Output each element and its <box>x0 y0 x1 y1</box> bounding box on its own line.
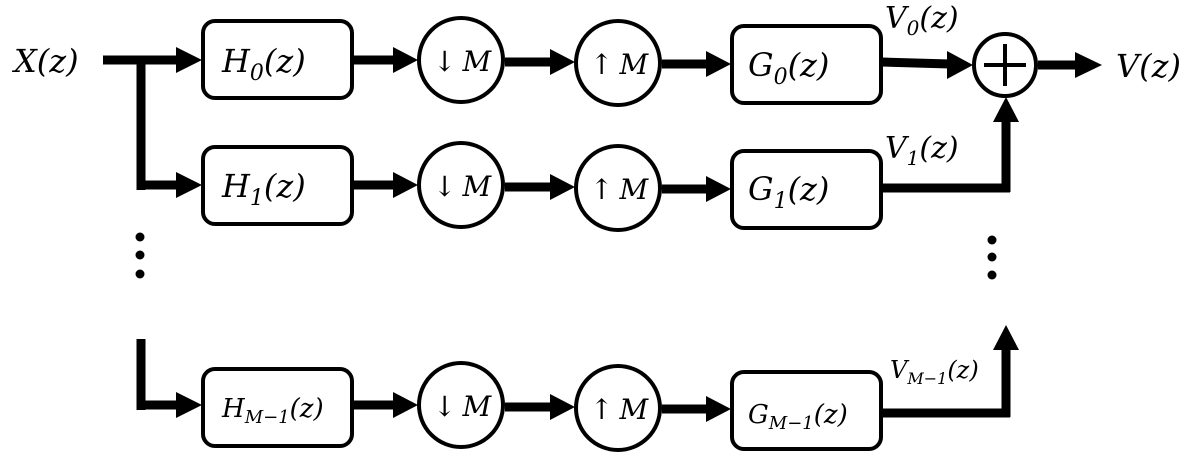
upsampler: ↑M <box>574 144 662 232</box>
upsampler: ↑M <box>574 19 662 107</box>
output-ellipsis <box>987 235 997 280</box>
analysis-filter-label-base: H <box>221 167 251 205</box>
analysis-filter-label-subscript: M−1 <box>244 407 290 428</box>
downsampler-factor: M <box>461 390 492 423</box>
analysis-filter-label: H1(z) <box>221 167 306 211</box>
synthesis-filter-label-base: G <box>748 400 769 430</box>
downsampler-factor: M <box>461 170 492 203</box>
upsampler-arrow-icon: ↑ <box>590 173 613 206</box>
arrowhead-icon <box>550 174 575 200</box>
output-collector <box>880 51 1102 418</box>
output-label: V(z) <box>1116 47 1181 85</box>
branch-output-label: VM−1(z) <box>890 356 979 388</box>
upsampler-factor: M <box>618 393 649 426</box>
branch-output-label-base: V <box>885 1 910 36</box>
arrowhead-icon <box>706 176 731 202</box>
analysis-filter-label-subscript: 0 <box>250 61 264 86</box>
arrowhead-icon <box>550 49 575 75</box>
analysis-filter-label-base: H <box>221 42 251 80</box>
synthesis-filter-label: G0(z) <box>748 46 829 90</box>
arrowhead-icon <box>176 47 202 73</box>
upsampler-factor: M <box>618 173 649 206</box>
synthesis-filter-label-base: G <box>748 170 774 208</box>
branch-output-label-subscript: M−1 <box>906 369 947 388</box>
synthesis-filter-label-argument: (z) <box>814 400 848 430</box>
arrowhead-icon <box>947 51 973 79</box>
branch-output-label-argument: (z) <box>919 131 958 166</box>
arrowhead-icon <box>706 396 731 422</box>
downsampler-arrow-icon: ↓ <box>433 45 456 78</box>
svg-text:↑M: ↑M <box>590 173 649 206</box>
arrowhead-icon <box>993 97 1019 122</box>
downsampler: ↓M <box>417 141 505 229</box>
analysis-filter-label-argument: (z) <box>290 394 324 424</box>
synthesis-filter-label-subscript: M−1 <box>768 413 814 434</box>
downsampler: ↓M <box>417 361 505 449</box>
analysis-filter-label-subscript: 1 <box>250 186 264 211</box>
analysis-filter-label: HM−1(z) <box>221 394 324 428</box>
synthesis-filter-label-subscript: 1 <box>774 189 788 214</box>
svg-text:↓M: ↓M <box>433 390 492 423</box>
analysis-filter-label-base: H <box>221 394 246 424</box>
arrowhead-icon <box>393 47 418 73</box>
upsampler-factor: M <box>618 48 649 81</box>
synthesis-filter-label: G1(z) <box>748 170 829 214</box>
branch-output-label: V1(z) <box>885 131 959 170</box>
branch-output-label: V0(z) <box>885 1 959 40</box>
analysis-filter-label-argument: (z) <box>264 167 306 205</box>
synthesis-filter-label-subscript: 0 <box>774 65 788 90</box>
input-label: X(z) <box>11 42 79 80</box>
svg-text:↓M: ↓M <box>433 45 492 78</box>
branch-output-label-subscript: 0 <box>907 16 920 40</box>
branch-output-label-subscript: 1 <box>907 146 920 170</box>
arrowhead-icon <box>176 392 202 418</box>
downsampler-arrow-icon: ↓ <box>433 170 456 203</box>
downsampler-factor: M <box>461 45 492 78</box>
svg-text:↑M: ↑M <box>590 393 649 426</box>
branch-output-label-base: V <box>890 356 910 384</box>
summation-node <box>972 32 1038 98</box>
arrowhead-icon <box>1075 52 1102 78</box>
input-trunk <box>103 47 202 418</box>
arrowhead-icon <box>393 392 418 418</box>
downsampler: ↓M <box>417 16 505 104</box>
arrowhead-icon <box>393 172 418 198</box>
branch-output-label-argument: (z) <box>919 1 958 36</box>
arrowhead-icon <box>550 394 575 420</box>
branch-output-label-argument: (z) <box>947 356 978 384</box>
analysis-filter-label: H0(z) <box>221 42 306 86</box>
svg-text:↑M: ↑M <box>590 48 649 81</box>
upsampler-arrow-icon: ↑ <box>590 393 613 426</box>
arrowhead-icon <box>706 51 731 77</box>
analysis-filter-label-argument: (z) <box>264 42 306 80</box>
arrowhead-icon <box>993 325 1019 350</box>
branch-output-label-base: V <box>885 131 910 166</box>
synthesis-filter-label: GM−1(z) <box>748 400 848 434</box>
downsampler-arrow-icon: ↓ <box>433 390 456 423</box>
synthesis-filter-label-argument: (z) <box>788 46 830 84</box>
upsampler-arrow-icon: ↑ <box>590 48 613 81</box>
upsampler: ↑M <box>574 364 662 452</box>
svg-text:↓M: ↓M <box>433 170 492 203</box>
input-ellipsis <box>135 232 145 279</box>
arrowhead-icon <box>176 172 202 198</box>
synthesis-filter-label-argument: (z) <box>788 170 830 208</box>
synthesis-filter-label-base: G <box>748 46 774 84</box>
